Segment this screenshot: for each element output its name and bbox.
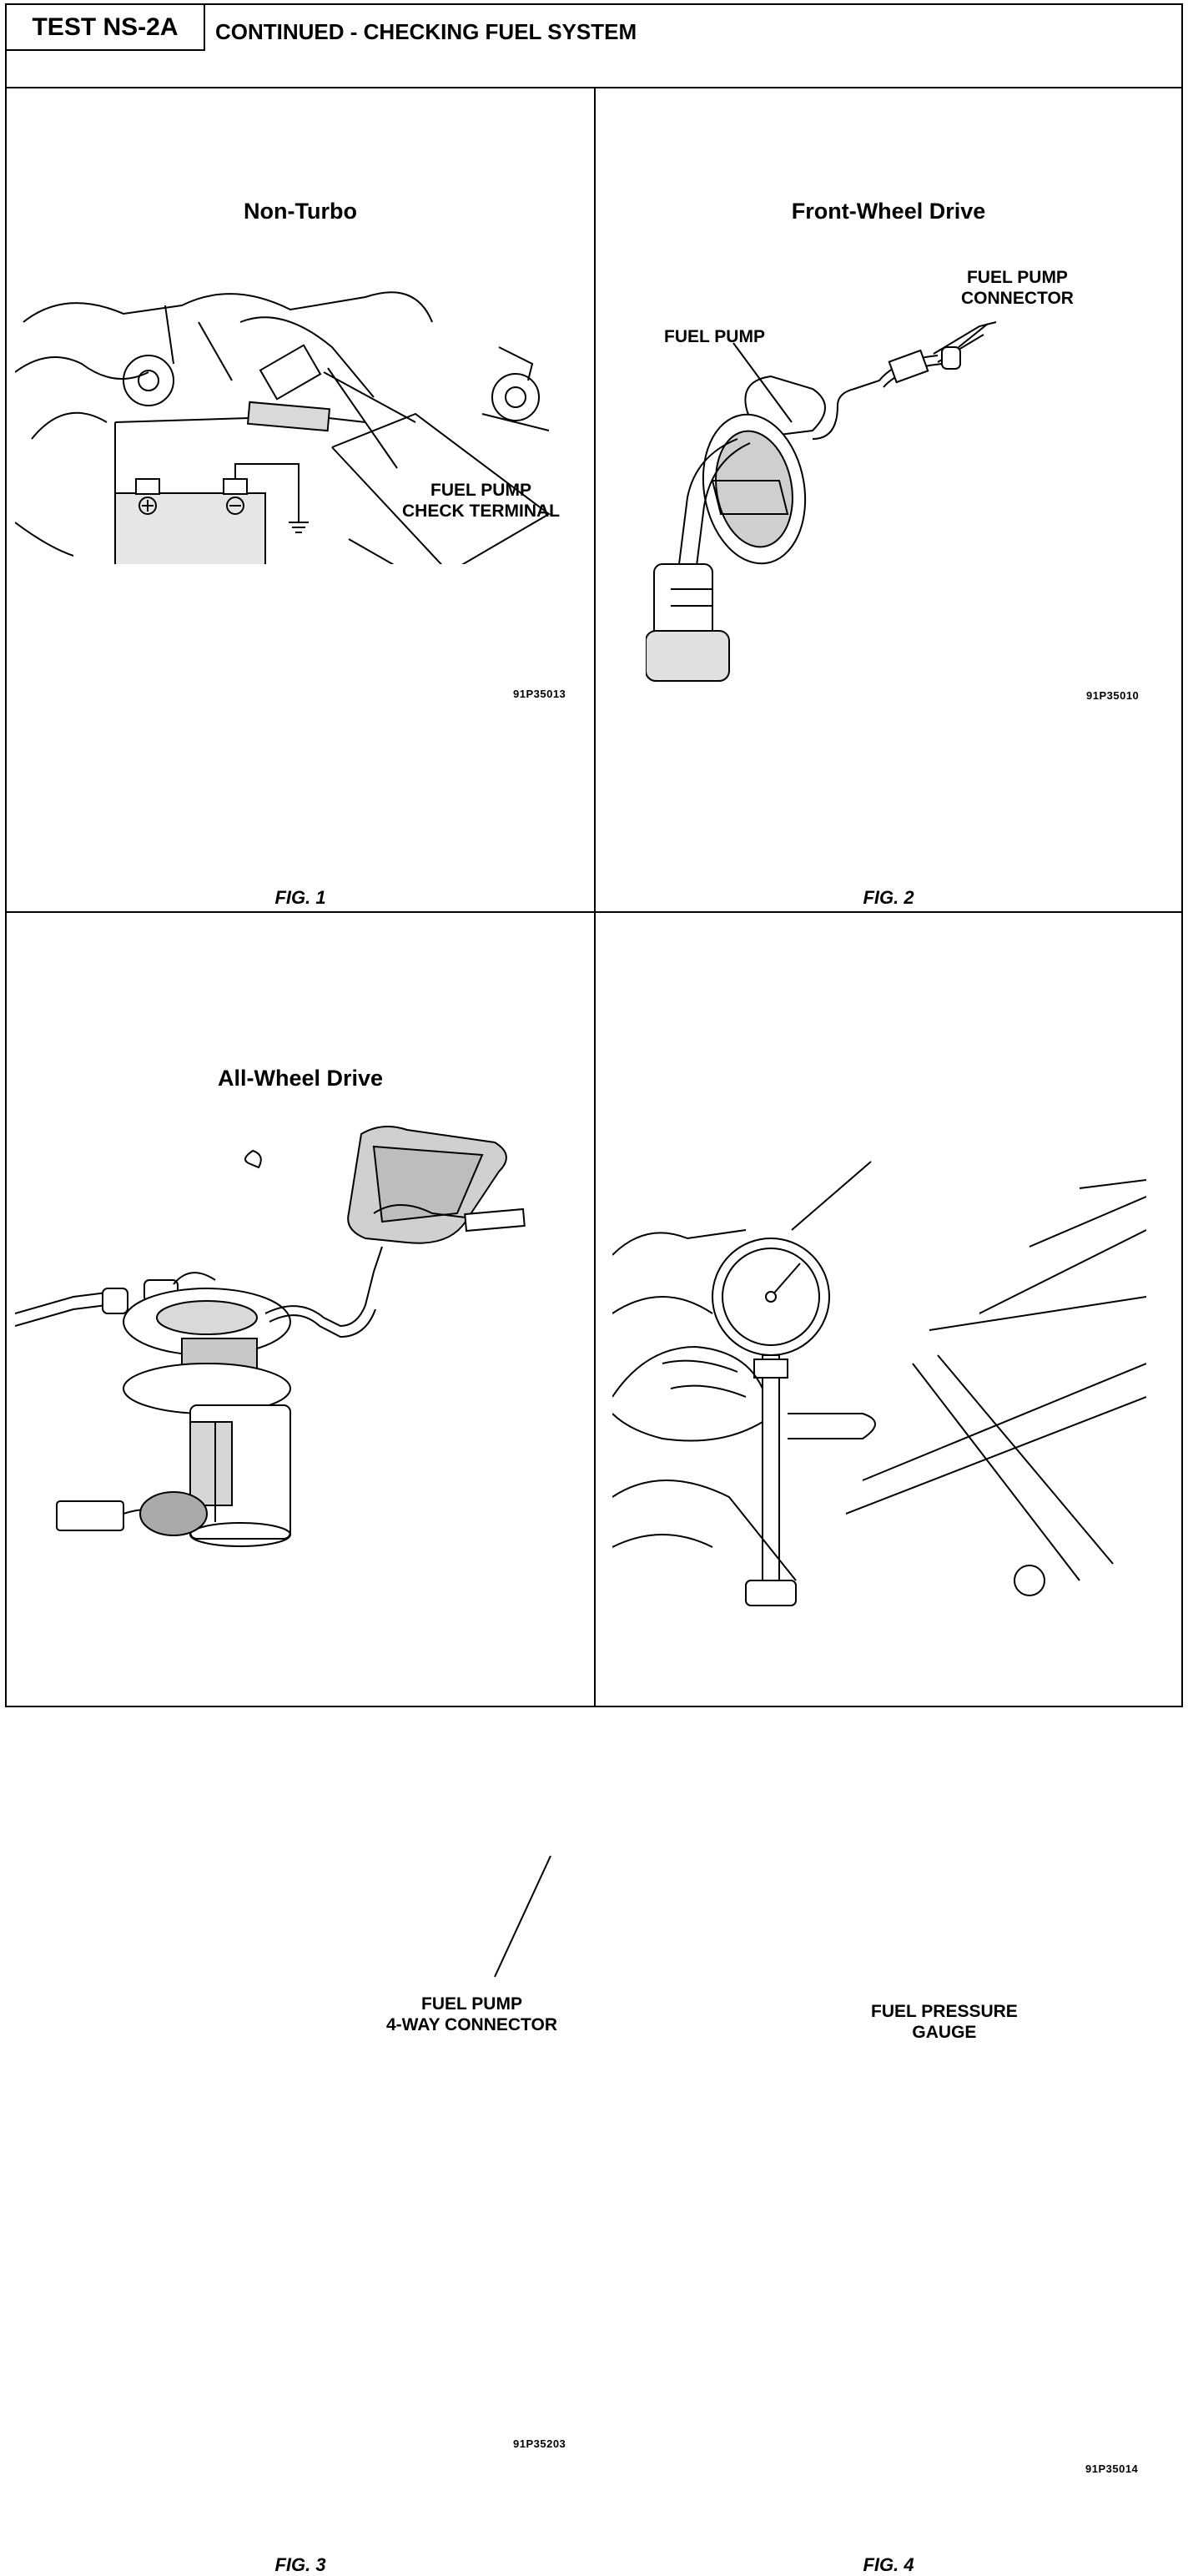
figure-1-illustration <box>15 291 551 564</box>
figure-2-label: FIG. 2 <box>863 887 914 908</box>
figure-4-label: FIG. 4 <box>863 2554 914 2575</box>
figure-3-view-title: All-Wheel Drive <box>217 1066 384 1091</box>
figure-1-code: 91P35013 <box>513 688 566 700</box>
figure-4-code: 91P35014 <box>1085 2463 1139 2475</box>
figure-2-callout-connector: FUEL PUMP CONNECTOR <box>961 268 1074 308</box>
figure-4-panel: FUEL PRESSURE GAUGE 91P35014 FIG. 4 <box>596 913 1181 2575</box>
figure-2-illustration <box>646 321 997 682</box>
page-frame: TEST NS-2A CONTINUED - CHECKING FUEL SYS… <box>5 3 1183 2575</box>
test-id-box: TEST NS-2A <box>7 5 205 51</box>
figure-3-label: FIG. 3 <box>274 2554 326 2575</box>
figure-4-illustration <box>612 1161 1146 1606</box>
figure-2-code: 91P35010 <box>1086 689 1140 702</box>
figure-1-view-title: Non-Turbo <box>244 199 357 224</box>
figure-3-callout-leader <box>494 1855 551 1978</box>
figure-2-callout-fuel-pump: FUEL PUMP <box>664 327 765 346</box>
figure-2-view-title: Front-Wheel Drive <box>791 199 986 224</box>
figure-1-panel: Non-Turbo <box>7 88 596 913</box>
figure-1-label: FIG. 1 <box>274 887 326 908</box>
page-title: CONTINUED - CHECKING FUEL SYSTEM <box>215 19 637 44</box>
figure-3-callout-4-way-connector: FUEL PUMP 4-WAY CONNECTOR <box>386 1994 557 2034</box>
figure-3-illustration <box>15 1126 526 1547</box>
figure-2-panel: Front-Wheel Drive FUEL PUMP CONNECTOR FU… <box>596 88 1181 913</box>
figure-1-callout-leader <box>327 367 398 469</box>
figure-4-callout-pressure-gauge: FUEL PRESSURE GAUGE <box>871 2002 1018 2042</box>
header: TEST NS-2A CONTINUED - CHECKING FUEL SYS… <box>7 5 1181 88</box>
figure-1-callout-check-terminal: FUEL PUMP CHECK TERMINAL <box>402 481 560 521</box>
figure-3-panel: All-Wheel Drive <box>7 913 596 2575</box>
figure-3-code: 91P35203 <box>513 2437 566 2450</box>
